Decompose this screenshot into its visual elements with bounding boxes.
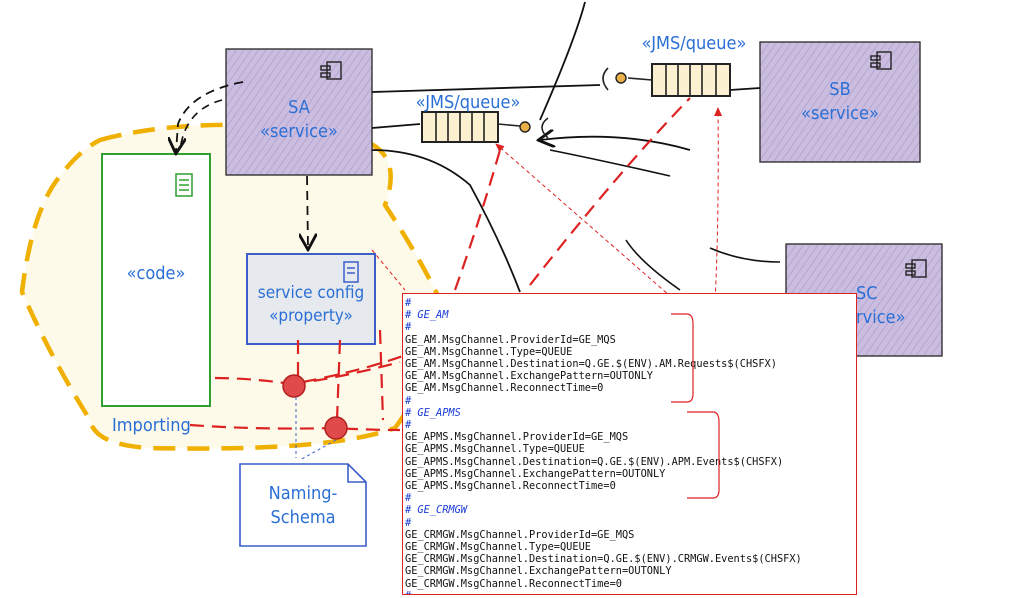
section-header-apms: # GE_APMS bbox=[405, 406, 461, 419]
queue-2-shape bbox=[602, 63, 731, 97]
naming-schema-note: Naming- Schema bbox=[240, 482, 366, 531]
property-line: GE_AM.MsgChannel.ProviderId=GE_MQS bbox=[405, 333, 616, 346]
queue-1-label: «JMS/queue» bbox=[415, 92, 521, 113]
property-listing: # # GE_AM # GE_AM.MsgChannel.ProviderId=… bbox=[405, 297, 802, 594]
service-sa: SA «service» bbox=[226, 96, 372, 145]
config-box bbox=[246, 253, 376, 345]
config-label-line1: service config bbox=[257, 283, 365, 303]
config-label: service config «property» bbox=[247, 282, 375, 328]
link-marker bbox=[324, 416, 348, 440]
service-sa-stereotype: «service» bbox=[260, 121, 338, 143]
comment-hash: # bbox=[405, 297, 412, 309]
service-sb-stereotype: «service» bbox=[801, 103, 879, 125]
service-sc-stereotype: rvice» bbox=[856, 307, 906, 329]
property-line: GE_APMS.MsgChannel.Destination=Q.GE.$(EN… bbox=[405, 455, 784, 468]
property-line: GE_APMS.MsgChannel.ReconnectTime=0 bbox=[405, 480, 616, 493]
service-sa-box bbox=[225, 48, 373, 176]
section-title-crmgw: GE_CRMGW bbox=[417, 504, 468, 517]
service-sb: SB «service» bbox=[770, 78, 910, 127]
property-line: GE_CRMGW.MsgChannel.ReconnectTime=0 bbox=[405, 577, 622, 590]
property-line: GE_APMS.MsgChannel.ExchangePattern=OUTON… bbox=[405, 467, 666, 480]
queue-2-label: «JMS/queue» bbox=[641, 33, 747, 54]
document-icon bbox=[175, 173, 193, 197]
section-header-am: # GE_AM bbox=[405, 309, 449, 322]
property-line: GE_APMS.MsgChannel.ProviderId=GE_MQS bbox=[405, 431, 629, 444]
service-sb-box bbox=[759, 41, 921, 163]
service-sc-name: SC bbox=[856, 283, 878, 304]
property-line: GE_AM.MsgChannel.Destination=Q.GE.$(ENV)… bbox=[405, 358, 777, 371]
section-header-crmgw: # GE_CRMGW bbox=[405, 504, 468, 517]
property-popup: # # GE_AM # GE_AM.MsgChannel.ProviderId=… bbox=[402, 293, 857, 595]
property-line: GE_AM.MsgChannel.Type=QUEUE bbox=[405, 345, 573, 358]
section-title-apms: GE_APMS bbox=[417, 406, 461, 419]
property-line: GE_CRMGW.MsgChannel.ExchangePattern=OUTO… bbox=[405, 565, 672, 578]
property-line: GE_CRMGW.MsgChannel.ProviderId=GE_MQS bbox=[405, 528, 635, 541]
code-label: «code» bbox=[126, 263, 186, 284]
queue-1-shape bbox=[421, 111, 549, 143]
naming-note-box bbox=[239, 463, 367, 547]
property-line: GE_APMS.MsgChannel.Type=QUEUE bbox=[405, 443, 585, 456]
link-marker bbox=[282, 374, 306, 398]
service-sc: SC rvice» bbox=[856, 282, 926, 331]
section-braces bbox=[671, 313, 720, 499]
naming-note-line1: Naming- bbox=[268, 483, 338, 504]
property-line: GE_CRMGW.MsgChannel.Type=QUEUE bbox=[405, 541, 591, 554]
property-line: GE_AM.MsgChannel.ExchangePattern=OUTONLY bbox=[405, 370, 653, 383]
service-sa-name: SA bbox=[288, 97, 310, 118]
naming-note-line2: Schema bbox=[270, 507, 336, 529]
component-icon bbox=[320, 51, 927, 278]
config-label-line2: «property» bbox=[269, 305, 353, 326]
document-icon bbox=[343, 261, 359, 283]
property-line: GE_AM.MsgChannel.ReconnectTime=0 bbox=[405, 382, 604, 395]
importing-label: Importing bbox=[112, 415, 191, 436]
section-title-am: GE_AM bbox=[417, 309, 449, 322]
service-sb-name: SB bbox=[829, 79, 851, 100]
property-line: GE_CRMGW.MsgChannel.Destination=Q.GE.$(E… bbox=[405, 553, 802, 566]
